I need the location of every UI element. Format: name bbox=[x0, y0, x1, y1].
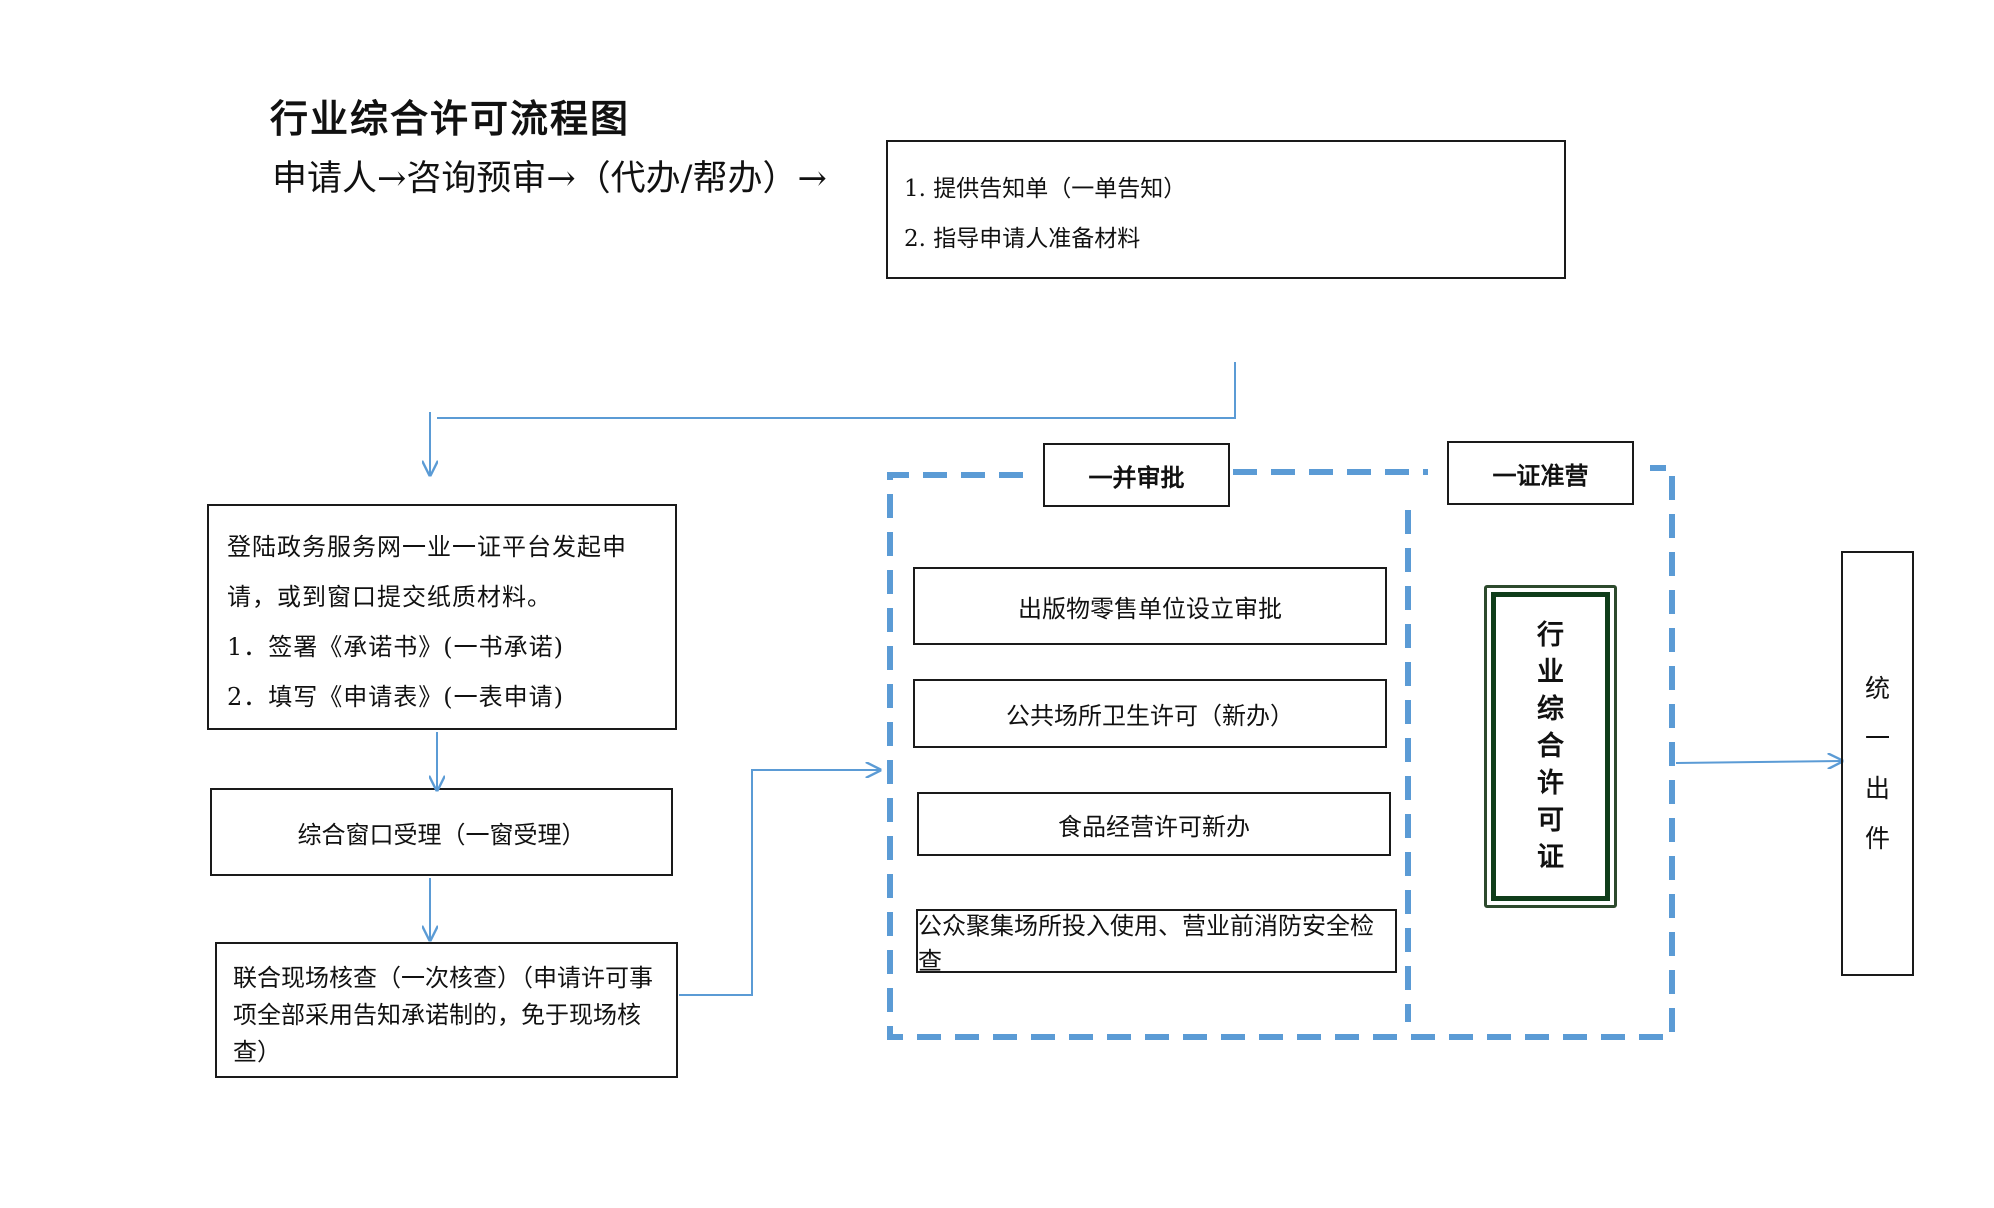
approval-item-3-label: 食品经营许可新办 bbox=[1058, 812, 1250, 841]
page-title: 行业综合许可流程图 bbox=[270, 97, 631, 141]
unify-char-2: 一 bbox=[1864, 723, 1890, 753]
apply-line-1: 登陆政务服务网一业一证平台发起申 bbox=[227, 533, 627, 561]
joint-approval-label-box: 一并审批 bbox=[1043, 443, 1230, 507]
approval-item-4-label: 公众聚集场所投入使用、营业前消防安全检查 bbox=[918, 912, 1374, 975]
industry-license-card: 行 业 综 合 许 可 证 bbox=[1484, 585, 1617, 908]
apply-line-2: 请，或到窗口提交纸质材料。 bbox=[227, 583, 552, 611]
advice-item-1: 1. 提供告知单（一单告知） bbox=[904, 176, 1187, 202]
approval-item-3: 食品经营许可新办 bbox=[917, 792, 1391, 856]
connector-license-unify bbox=[1675, 761, 1842, 763]
unify-char-3: 出 bbox=[1864, 773, 1890, 803]
approval-dashed-frame bbox=[887, 465, 1675, 1040]
apply-line-4: 2．填写《申请表》(一表申请) bbox=[227, 683, 564, 711]
approval-item-2: 公共场所卫生许可（新办） bbox=[913, 679, 1387, 748]
unify-char-4: 件 bbox=[1864, 823, 1890, 853]
approval-item-2-label: 公共场所卫生许可（新办） bbox=[1006, 702, 1294, 730]
window-acceptance-box: 综合窗口受理（一窗受理） bbox=[210, 788, 673, 876]
industry-license-frame: 行 业 综 合 许 可 证 bbox=[1491, 592, 1610, 901]
approval-item-1-label: 出版物零售单位设立审批 bbox=[1018, 594, 1282, 623]
license-char-2: 业 bbox=[1537, 657, 1564, 688]
advice-box: 1. 提供告知单（一单告知） 2. 指导申请人准备材料 bbox=[886, 140, 1566, 279]
joint-inspection-box: 联合现场核查（一次核查）（申请许可事项全部采用告知承诺制的，免于现场核查） bbox=[215, 942, 678, 1078]
unify-char-1: 统 bbox=[1864, 673, 1890, 703]
license-char-3: 综 bbox=[1537, 694, 1564, 725]
license-char-1: 行 bbox=[1537, 620, 1564, 651]
advice-item-2: 2. 指导申请人准备材料 bbox=[904, 226, 1141, 252]
unified-issuance-box: 统 一 出 件 bbox=[1841, 551, 1914, 976]
license-char-7: 证 bbox=[1537, 842, 1564, 873]
license-char-6: 可 bbox=[1537, 805, 1564, 836]
window-acceptance-label: 综合窗口受理（一窗受理） bbox=[297, 820, 586, 849]
apply-line-3: 1．签署《承诺书》(一书承诺) bbox=[227, 633, 564, 661]
license-label: 一证准营 bbox=[1492, 460, 1589, 490]
joint-approval-label: 一并审批 bbox=[1088, 462, 1185, 492]
apply-box: 登陆政务服务网一业一证平台发起申 请，或到窗口提交纸质材料。 1．签署《承诺书》… bbox=[207, 504, 677, 730]
joint-inspection-label: 联合现场核查（一次核查）（申请许可事项全部采用告知承诺制的，免于现场核查） bbox=[233, 964, 653, 1066]
license-label-box: 一证准营 bbox=[1447, 441, 1634, 505]
approval-item-1: 出版物零售单位设立审批 bbox=[913, 567, 1387, 645]
approval-item-4: 公众聚集场所投入使用、营业前消防安全检查 bbox=[916, 909, 1397, 975]
license-char-4: 合 bbox=[1537, 731, 1564, 762]
connector-check-approval bbox=[679, 770, 880, 996]
flow-header: 申请人→咨询预审→（代办/帮办）→ bbox=[272, 159, 827, 199]
license-char-5: 许 bbox=[1537, 768, 1564, 799]
connector-advice-down bbox=[437, 362, 1236, 419]
